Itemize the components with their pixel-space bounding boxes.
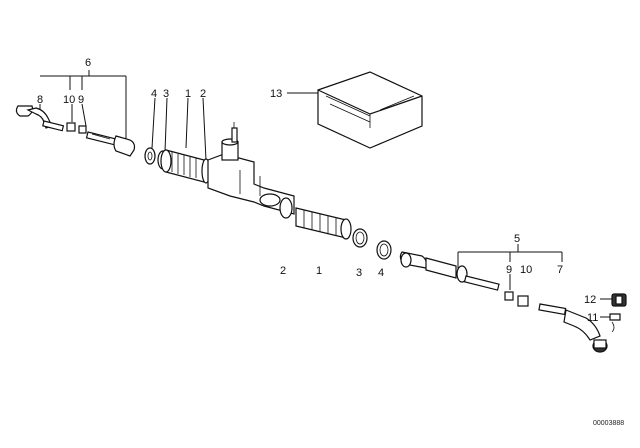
callout-2-upper: 2	[200, 88, 206, 100]
callout-11: 11	[587, 312, 598, 324]
left-tie-rod-end	[15, 105, 65, 132]
callout-3-upper: 3	[163, 88, 169, 100]
right-boot-1	[295, 207, 352, 240]
left-inner-tie-rod	[85, 131, 136, 157]
castle-nut-12	[611, 293, 627, 307]
callout-1-upper: 1	[185, 88, 191, 100]
right-clamp-3	[352, 228, 368, 248]
diagram-reference-number: 00003888	[593, 420, 624, 427]
callout-10-right: 10	[520, 264, 532, 276]
leader-lines	[39, 70, 612, 318]
callout-7: 7	[557, 264, 563, 276]
cotter-pin-11	[609, 313, 621, 333]
callout-9-right: 9	[506, 264, 512, 276]
callout-3-lower: 3	[356, 267, 362, 279]
callout-12: 12	[584, 294, 596, 306]
right-tie-rod-end	[538, 303, 608, 353]
right-nut-and-washer	[504, 291, 529, 307]
repair-kit-box	[317, 71, 423, 149]
right-inner-tie-rod	[399, 251, 500, 291]
callout-1-lower: 1	[316, 265, 322, 277]
callout-5: 5	[514, 233, 520, 245]
right-ring-2	[279, 197, 293, 219]
callout-4-lower: 4	[378, 267, 384, 279]
rack-housing	[207, 122, 295, 215]
callout-4-upper: 4	[151, 88, 157, 100]
callout-2-lower: 2	[280, 265, 286, 277]
callout-8: 8	[37, 94, 43, 106]
left-nut-and-washer	[66, 122, 87, 134]
left-boot-1	[160, 149, 205, 183]
callout-10-left: 10	[63, 94, 75, 106]
right-clamp-4	[376, 240, 392, 260]
callout-9-left: 9	[78, 94, 84, 106]
left-clamp-4	[144, 147, 156, 165]
callout-13: 13	[270, 88, 282, 100]
callout-labels: 6 8 10 9 4 3 1 2 13 2 1 3 4 5 9 10 7 12 …	[37, 57, 598, 324]
callout-6: 6	[85, 57, 91, 69]
